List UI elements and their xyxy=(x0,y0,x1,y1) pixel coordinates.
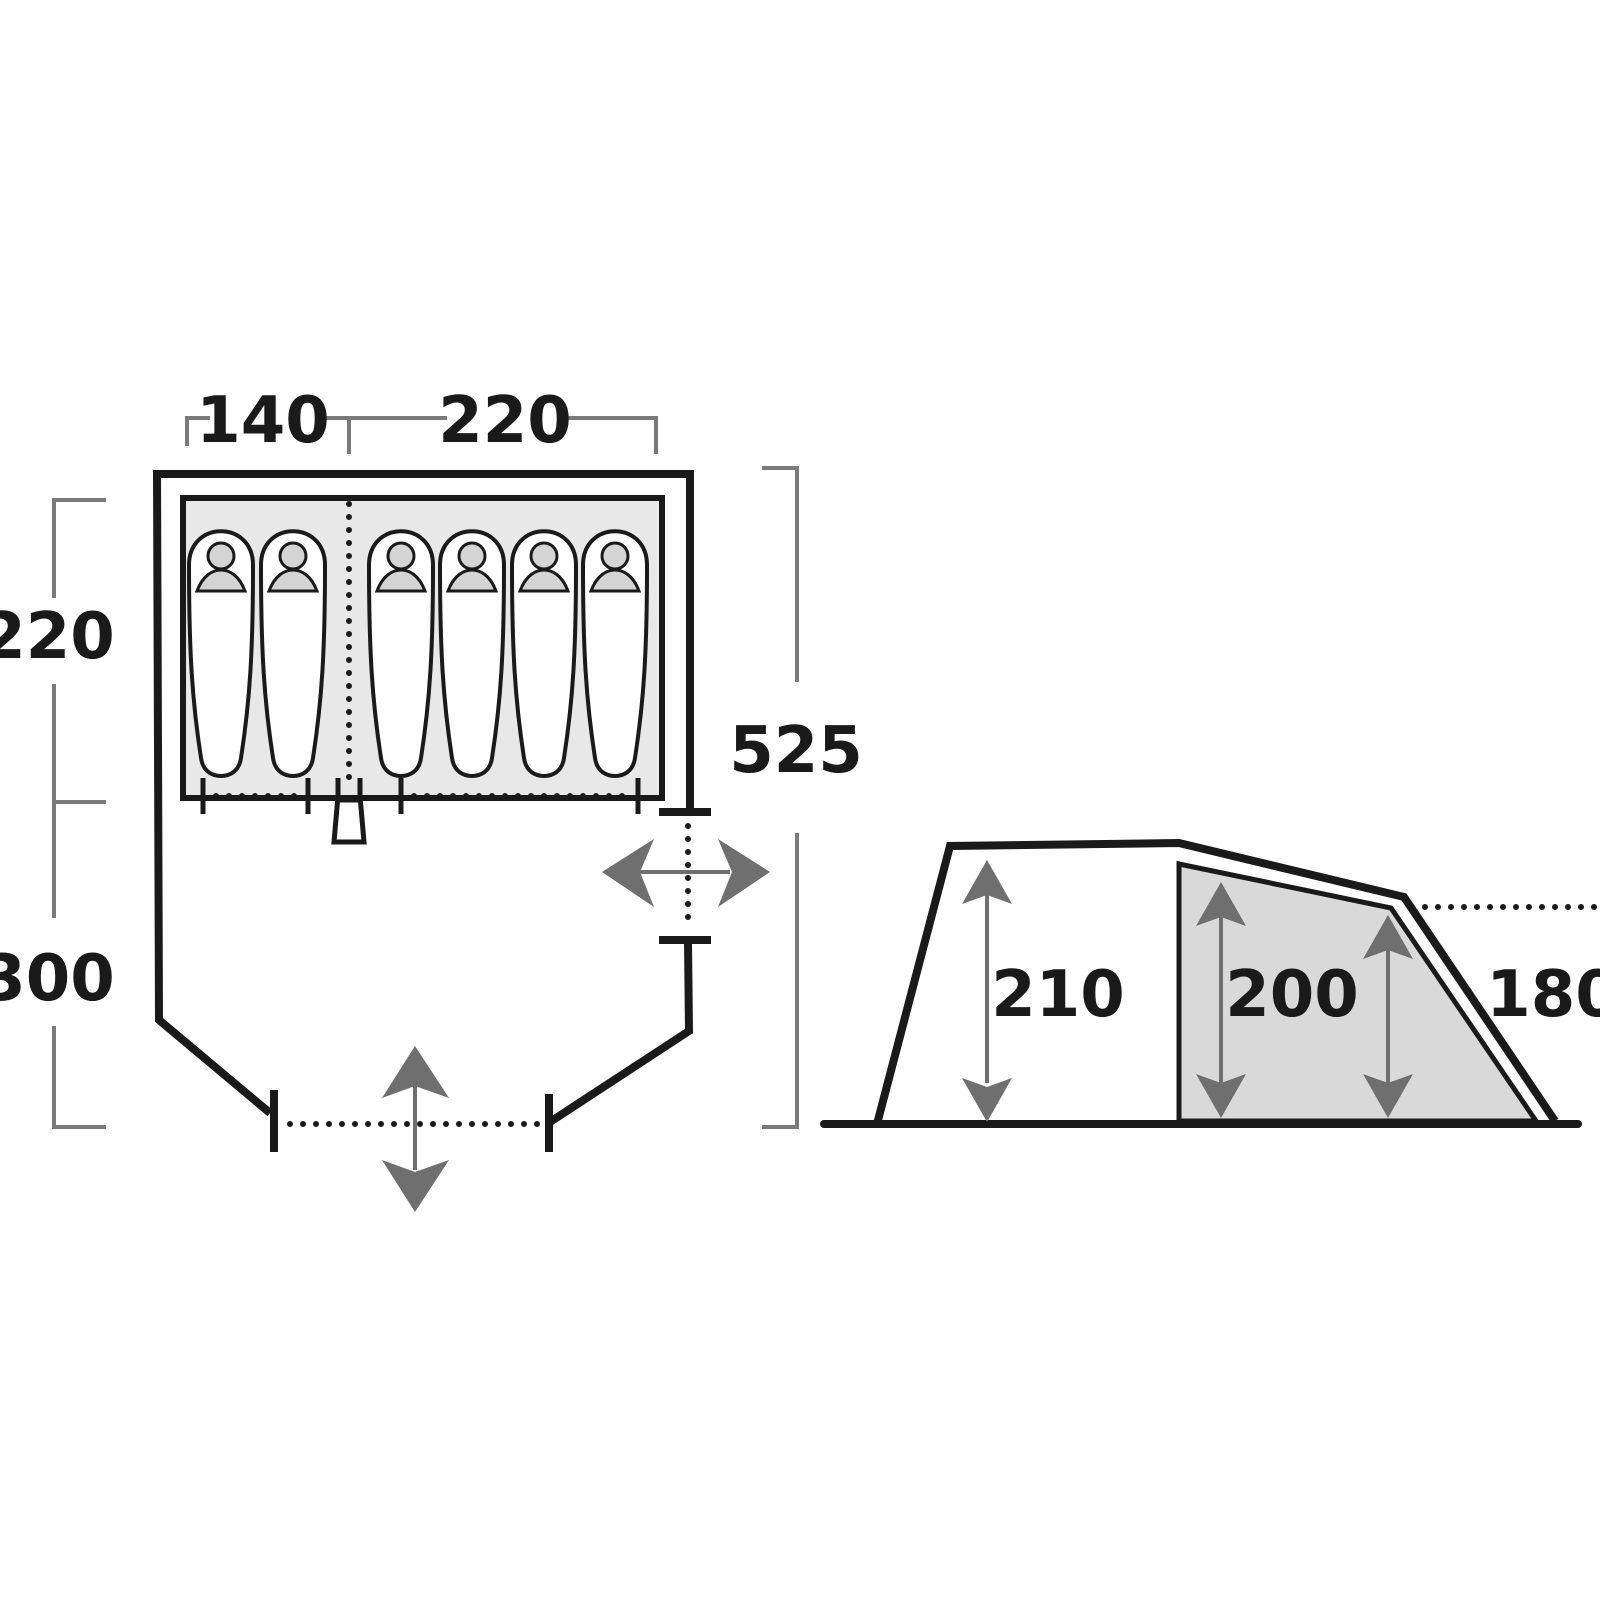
front-door xyxy=(270,1090,553,1152)
left-depth-dimension-lines xyxy=(52,498,106,1129)
height-rear-arrow xyxy=(1363,915,1413,1118)
inner-doors xyxy=(200,778,641,814)
side-door-arrow xyxy=(602,839,770,907)
sleeping-bag xyxy=(186,529,256,779)
tent-side-outline xyxy=(873,838,1559,1126)
sleeping-bag xyxy=(437,529,507,779)
front-door-arrow xyxy=(382,1046,449,1212)
sleeping-bags xyxy=(186,529,650,779)
height-middle-label: 200 xyxy=(1225,958,1359,1032)
sleeping-bag xyxy=(580,529,650,779)
width-left-label: 140 xyxy=(196,384,330,458)
depth-porch-label: 300 xyxy=(0,942,115,1016)
height-middle-arrow xyxy=(1196,882,1246,1118)
depth-inner-label: 220 xyxy=(0,600,115,674)
tent-outer-outline xyxy=(152,470,694,1126)
sleeping-bag xyxy=(509,529,579,779)
height-rear-label: 180 xyxy=(1486,958,1600,1032)
total-depth-dimension-lines xyxy=(762,466,799,1129)
height-front-arrow xyxy=(962,860,1012,1122)
width-dimension-lines xyxy=(185,416,658,454)
height-front-label: 210 xyxy=(991,958,1125,1032)
depth-total-label: 525 xyxy=(729,714,863,788)
width-right-label: 220 xyxy=(438,384,572,458)
side-door xyxy=(659,808,711,944)
floor-plan: 140 220 220 300 525 xyxy=(0,384,863,1212)
sleeping-bag xyxy=(258,529,328,779)
sleeping-bag xyxy=(366,529,436,779)
side-view: 210 200 180 xyxy=(820,838,1600,1128)
pole-symbol xyxy=(331,778,367,845)
